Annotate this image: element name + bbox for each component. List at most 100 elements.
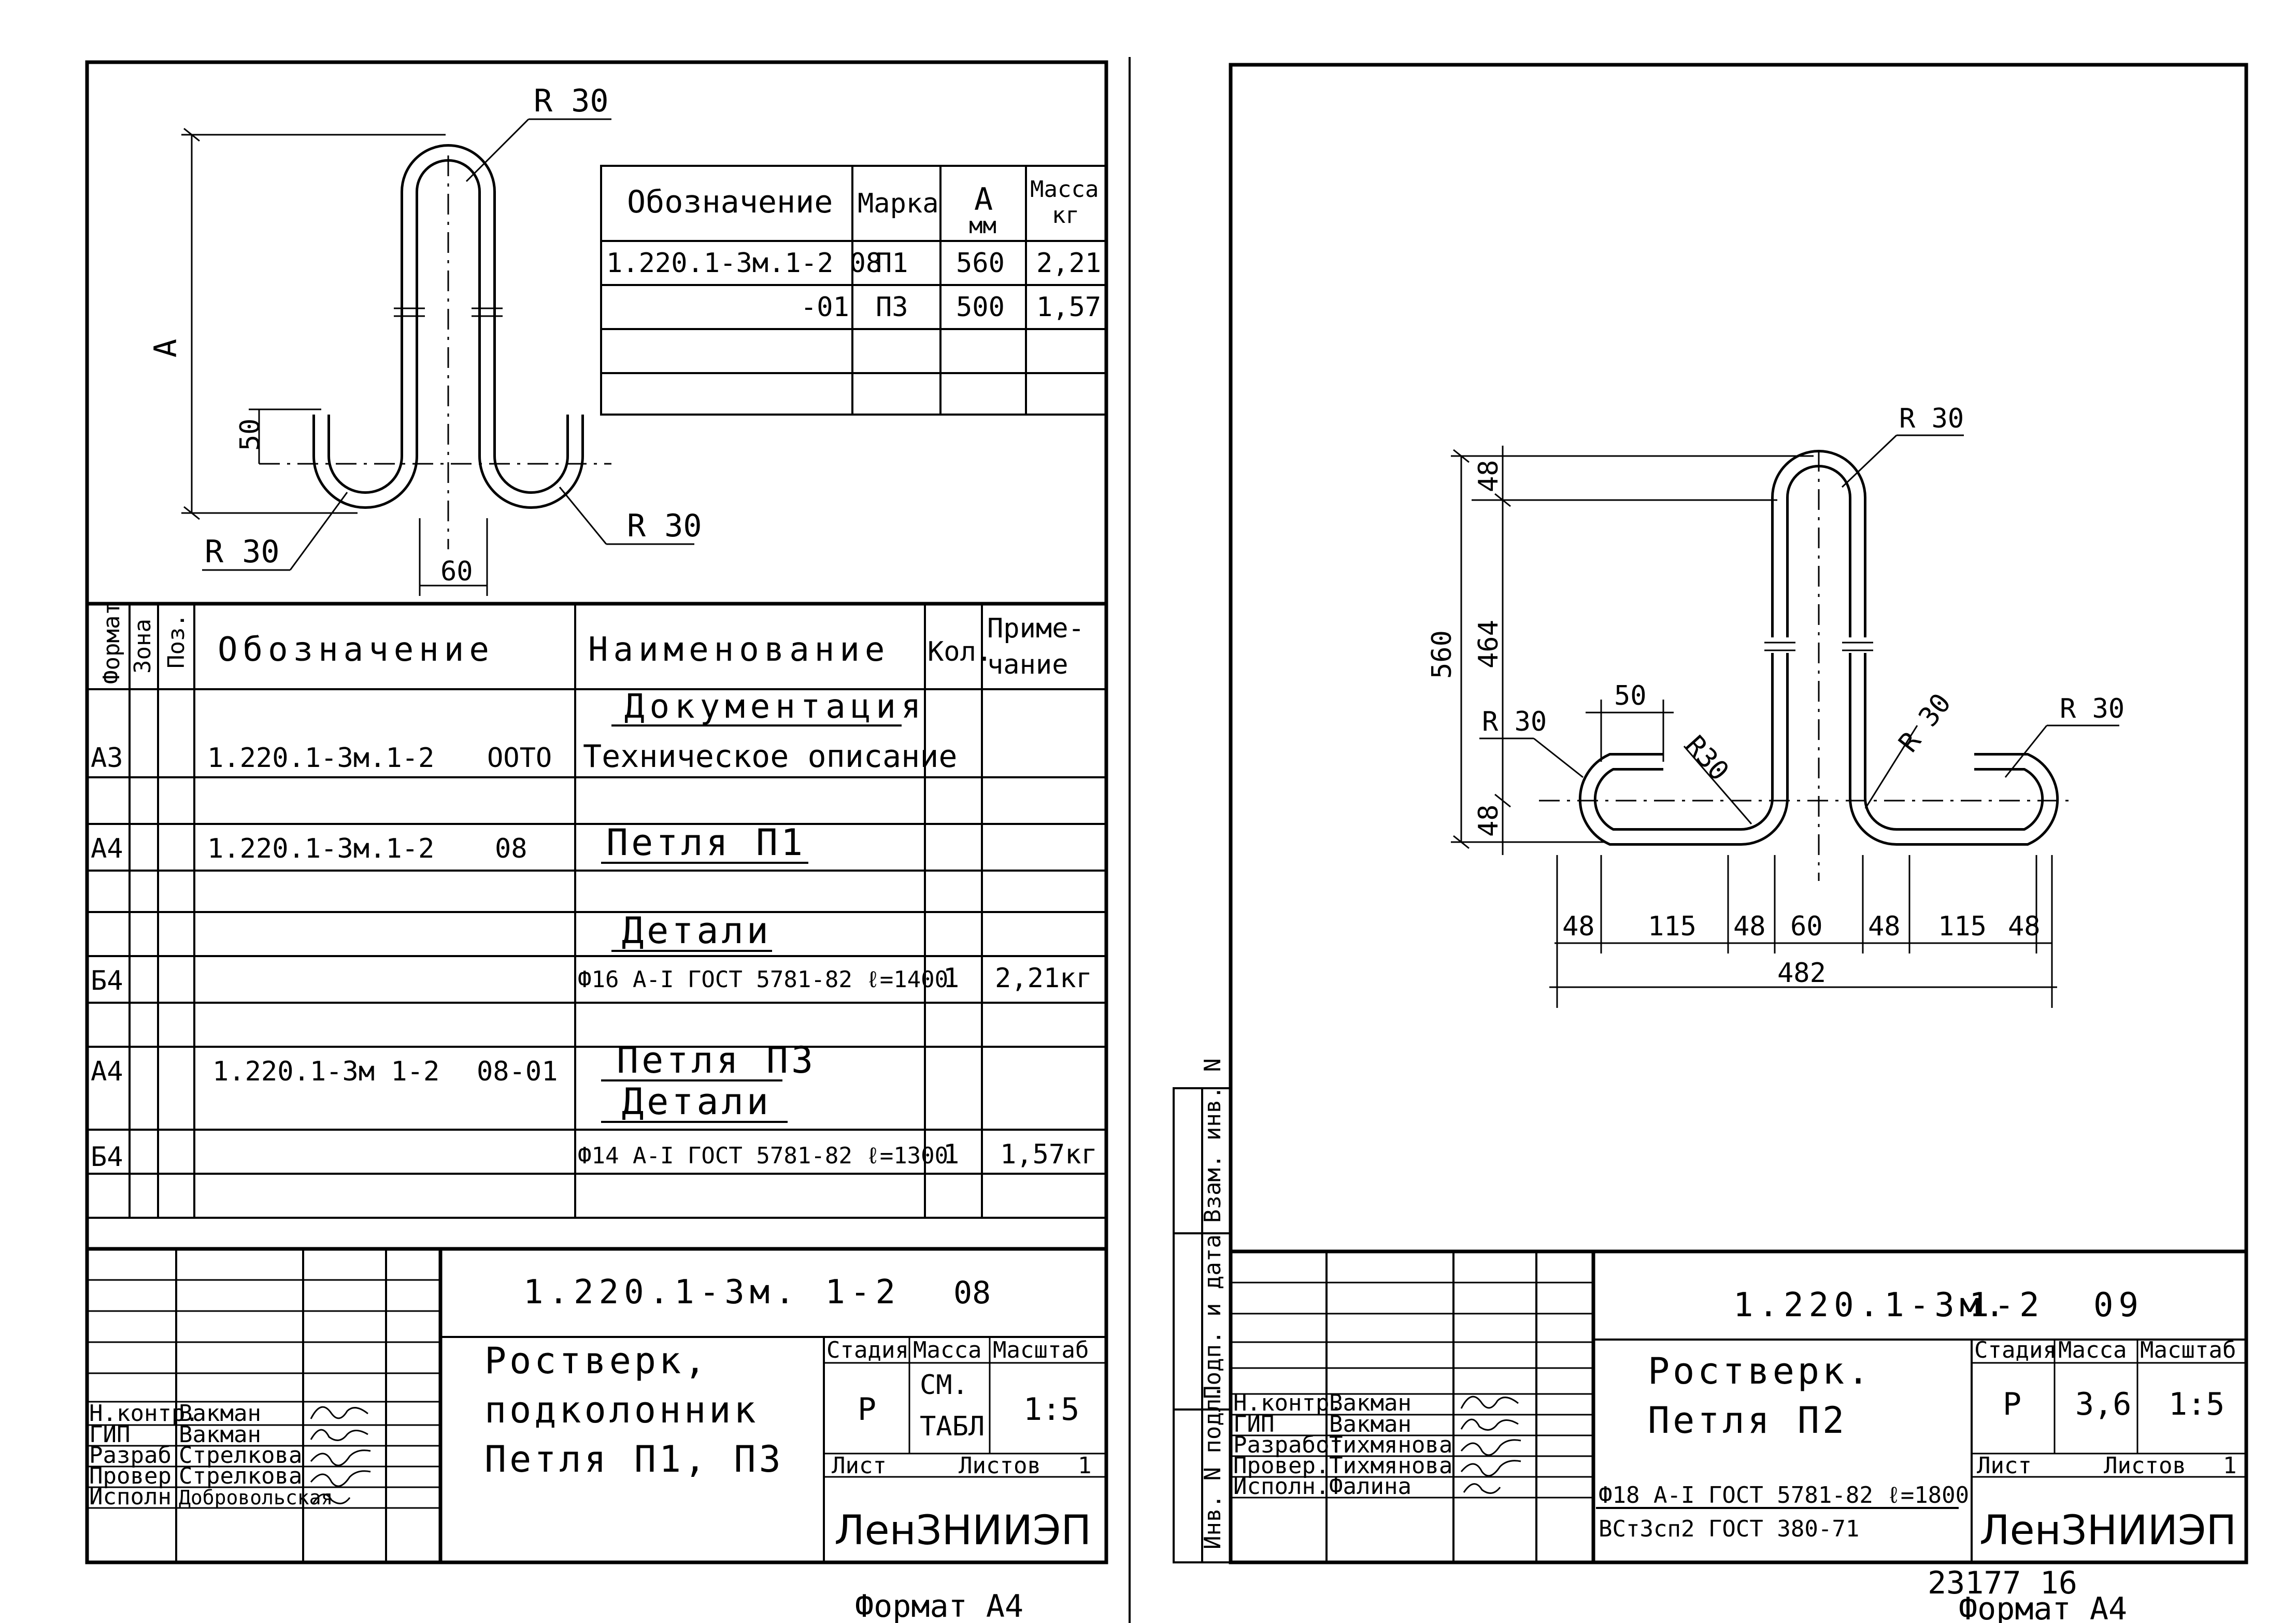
p2-dim-464: 464 <box>1473 620 1504 668</box>
p2-dim-chain-1: 48 <box>1562 911 1595 942</box>
mark-row-2-mark: П3 <box>876 292 908 323</box>
left-person-role-4: Провер <box>89 1463 172 1489</box>
right-person-role-5: Исполн. <box>1233 1473 1329 1500</box>
spec-header-pos: Поз. <box>163 614 190 668</box>
right-person-name-5: Фалина <box>1329 1473 1411 1500</box>
left-loop-drawing: A 50 60 R 30 R 30 R 30 <box>148 83 702 596</box>
side-label-inv: Инв. N подл. <box>1200 1385 1226 1549</box>
signature-3 <box>310 1449 371 1467</box>
right-signature-5 <box>1463 1483 1501 1494</box>
signature-1 <box>310 1406 368 1419</box>
left-scale: 1:5 <box>1023 1391 1079 1428</box>
right-person-name-4: Тихмянова <box>1329 1453 1452 1479</box>
right-person-role-4: Провер. <box>1233 1453 1329 1479</box>
dim-height-label: A <box>148 339 184 358</box>
p2-dim-total: 482 <box>1777 958 1826 989</box>
spec-row-6-name: Петля П3 <box>617 1039 816 1081</box>
right-signature-3 <box>1460 1439 1521 1456</box>
right-person-name-1: Вакман <box>1329 1390 1411 1416</box>
right-stage: Р <box>2003 1386 2021 1422</box>
p2-radius-left: R 30 <box>1482 706 1547 737</box>
p2-dim-chain-2: 115 <box>1648 911 1696 942</box>
right-person-role-3: Разработ <box>1233 1432 1343 1458</box>
right-stage-label: Стадия <box>1974 1337 2057 1363</box>
right-sheet-code: 09 <box>2093 1286 2144 1325</box>
spec-table: Формат Зона Поз. Обозначение Наименовани… <box>87 602 1106 1251</box>
mark-row-2-a: 500 <box>956 292 1005 323</box>
p2-dim-hook: 50 <box>1614 680 1647 711</box>
p2-right-leg <box>1849 653 2059 846</box>
left-sheet-label: Лист <box>832 1453 887 1479</box>
spec-row-7-name: Детали <box>622 1080 772 1123</box>
mark-row-2-mass: 1,57 <box>1036 292 1101 323</box>
right-material-line-2: ВСт3сп2 ГОСТ 380-71 <box>1599 1516 1859 1542</box>
loop-left-hook <box>312 311 418 509</box>
p2-dim-chain-5: 48 <box>1868 911 1901 942</box>
spec-header-zone: Зона <box>130 619 156 674</box>
left-person-name-5: Добровольская <box>179 1486 333 1509</box>
mark-table-header-kg: кг <box>1052 202 1079 229</box>
spec-row-6-format: А4 <box>91 1056 123 1087</box>
right-doc-code: 1.220.1-3м. <box>1733 1286 2010 1325</box>
left-scale-label: Масштаб <box>993 1337 1089 1363</box>
right-signature-4 <box>1460 1460 1521 1477</box>
left-person-role-5: Исполн <box>89 1484 172 1510</box>
right-archive-number: 23177 16 <box>1928 1565 2077 1601</box>
left-sheets-count: 1 <box>1078 1453 1092 1479</box>
mark-table-header-a: А <box>974 181 993 218</box>
spec-row-5-name: Ф16 А-I ГОСТ 5781-82 ℓ=1400 <box>578 966 948 993</box>
dim-gap-label: 60 <box>440 556 473 587</box>
spec-header-name: Наименование <box>588 631 890 669</box>
right-sheet: Инв. N подл. Подп. и дата Взам. инв. N <box>1173 63 2248 1623</box>
side-label-replace: Взам. инв. N <box>1200 1058 1226 1223</box>
left-person-role-3: Разраб <box>89 1442 172 1469</box>
right-scale: 1:5 <box>2169 1386 2224 1422</box>
mark-table-header-mass: Масса <box>1030 176 1099 203</box>
mark-row-2-designation: -01 <box>801 292 849 323</box>
right-mass: 3,6 <box>2075 1386 2131 1422</box>
right-person-role-2: ГИП <box>1233 1411 1274 1437</box>
left-person-role-1: Н.контр. <box>89 1400 199 1427</box>
right-sheet-label: Лист <box>1977 1453 2032 1479</box>
spec-header-note-1: Приме- <box>987 613 1085 644</box>
side-label-sign: Подп. и дата <box>1200 1234 1226 1399</box>
spec-row-6-code: 08-01 <box>477 1056 558 1087</box>
spec-row-8-format: Б4 <box>91 1142 123 1173</box>
right-person-role-1: Н.контр. <box>1233 1390 1343 1416</box>
p2-dim-chain-7: 48 <box>2008 911 2041 942</box>
radius-right-label: R 30 <box>627 508 702 544</box>
spec-row-5-note: 2,21кг <box>995 963 1092 994</box>
mark-row-1-mark: П1 <box>876 248 908 279</box>
left-doc-code: 1.220.1-3м. 1-2 <box>523 1273 901 1312</box>
left-stage-label: Стадия <box>826 1337 909 1363</box>
radius-left-label: R 30 <box>205 534 280 570</box>
right-person-name-2: Вакман <box>1329 1411 1411 1437</box>
right-loop-drawing: 560 48 464 48 50 48 115 48 <box>1427 403 2124 1008</box>
spec-header-note-2: чание <box>987 649 1068 680</box>
right-signature-2 <box>1460 1418 1519 1431</box>
right-sheet-frame <box>1229 63 2248 1564</box>
right-sheets-label: Листов <box>2104 1453 2186 1479</box>
spec-row-2-code: ООТО <box>487 743 552 774</box>
p2-radius-inner-left: R30 <box>1679 730 1734 787</box>
spec-header-designation: Обозначение <box>218 631 494 669</box>
mark-table: Обозначение Марка А мм Масса кг 1.220.1-… <box>600 165 1107 416</box>
radius-top-label: R 30 <box>534 83 609 119</box>
left-title-line-2: подколонник <box>484 1389 759 1431</box>
left-person-name-2: Вакман <box>179 1421 261 1448</box>
signature-4 <box>310 1470 371 1487</box>
left-person-name-3: Стрелкова <box>179 1442 302 1469</box>
spec-row-3-code: 08 <box>495 833 527 864</box>
left-sheets-label: Листов <box>959 1453 1041 1479</box>
right-mass-label: Масса <box>2058 1337 2127 1363</box>
spec-row-3-designation: 1.220.1-3м.1-2 <box>207 833 434 864</box>
left-mass-2: ТАБЛ <box>920 1411 985 1442</box>
right-signature-1 <box>1460 1396 1519 1409</box>
right-title-block: 1.220.1-3м. 1-2 09 Ростверк. Петля П2 Ф1… <box>1231 1249 2246 1562</box>
left-person-role-2: ГИП <box>89 1421 130 1448</box>
dim-hook-label: 50 <box>235 418 266 451</box>
left-title-block: 1.220.1-3м. 1-2 08 Ростверк, подколонник… <box>87 1249 1106 1562</box>
p2-radius-top: R 30 <box>1899 403 1964 434</box>
p2-dim-chain-3: 48 <box>1733 911 1766 942</box>
right-material-line-1: Ф18 А-I ГОСТ 5781-82 ℓ=1800 <box>1599 1482 1969 1508</box>
